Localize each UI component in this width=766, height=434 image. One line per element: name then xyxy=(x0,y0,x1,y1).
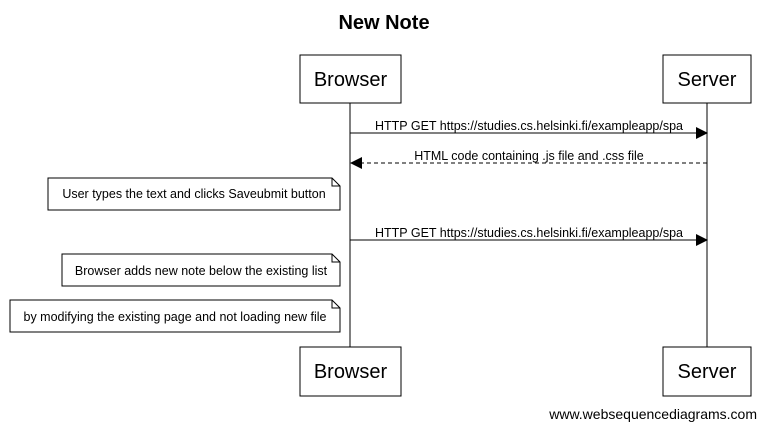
message-2-label: HTML code containing .js file and .css f… xyxy=(414,149,644,163)
diagram-title: New Note xyxy=(338,12,429,34)
message-1-label: HTTP GET https://studies.cs.helsinki.fi/… xyxy=(375,119,683,133)
message-2: HTML code containing .js file and .css f… xyxy=(350,149,707,169)
note-3: by modifying the existing page and not l… xyxy=(9,299,341,333)
participant-server-bottom: Server xyxy=(662,346,752,397)
participant-browser-bottom: Browser xyxy=(299,346,402,397)
participant-server-top: Server xyxy=(662,54,752,104)
message-3-label: HTTP GET https://studies.cs.helsinki.fi/… xyxy=(375,226,683,240)
note-1-text: User types the text and clicks Saveubmit… xyxy=(62,187,325,201)
participant-browser-top-label: Browser xyxy=(314,69,388,91)
message-3: HTTP GET https://studies.cs.helsinki.fi/… xyxy=(350,226,708,246)
watermark-text: www.websequencediagrams.com xyxy=(548,406,757,422)
message-1: HTTP GET https://studies.cs.helsinki.fi/… xyxy=(350,119,708,139)
note-2-text: Browser adds new note below the existing… xyxy=(75,264,328,278)
note-2: Browser adds new note below the existing… xyxy=(61,253,341,287)
participant-server-top-label: Server xyxy=(678,69,737,91)
note-3-text: by modifying the existing page and not l… xyxy=(24,310,327,324)
note-1: User types the text and clicks Saveubmit… xyxy=(47,177,341,211)
participant-browser-bottom-label: Browser xyxy=(314,361,388,383)
participant-browser-top: Browser xyxy=(299,54,402,104)
participant-server-bottom-label: Server xyxy=(678,361,737,383)
